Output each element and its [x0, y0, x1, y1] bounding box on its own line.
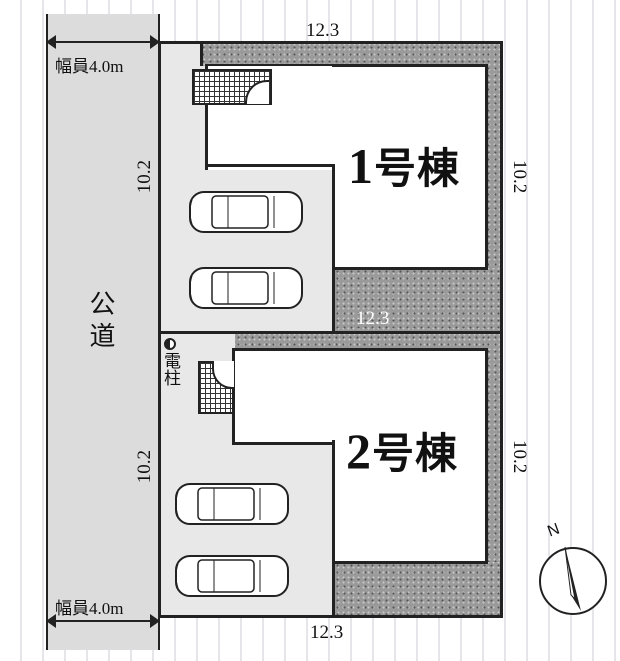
car-icon [175, 483, 289, 525]
road-width-arrow-bottom [48, 620, 158, 622]
compass-north-label: N [545, 520, 562, 541]
road-width-bottom: 幅員4.0m [55, 594, 124, 619]
car-icon [175, 555, 289, 597]
road-label: 公道 [86, 290, 115, 354]
house-1-edge [205, 164, 335, 167]
lot-1-dim-top: 12.3 [306, 20, 340, 41]
house-2-label: 2号棟 [346, 423, 459, 479]
gravel-edge [332, 268, 335, 331]
house-2-lower [332, 440, 488, 564]
utility-pole-label: 電柱 [161, 352, 180, 386]
lot-1-dim-left: 10.2 [134, 160, 155, 194]
lot-1-dim-bottom: 12.3 [356, 308, 390, 329]
arrow-head-right-icon [150, 35, 160, 49]
gravel-edge [332, 562, 335, 615]
house-2-upper [232, 348, 488, 445]
lot-2-gravel-top [235, 334, 500, 350]
road-width-arrow-top [48, 41, 158, 43]
compass-icon [539, 546, 607, 615]
lot-2-dim-bottom: 12.3 [310, 622, 344, 643]
utility-pole-icon [164, 338, 176, 350]
lot-1-dim-right: 10.2 [509, 160, 530, 194]
lot-2-dim-left: 10.2 [134, 450, 155, 484]
lot-1-gravel-bottom [334, 268, 500, 331]
road-width-top: 幅員4.0m [55, 52, 124, 77]
house-1-label: 1号棟 [348, 138, 461, 194]
house-2-edge [232, 442, 335, 445]
car-icon [189, 191, 303, 233]
arrow-head-left-icon [46, 614, 56, 628]
house-1-lower [332, 164, 488, 270]
arrow-head-left-icon [46, 35, 56, 49]
lot-1-gravel-top [200, 44, 500, 66]
lot-2-gravel-bottom [334, 562, 500, 615]
lot-2-dim-right: 10.2 [509, 440, 530, 474]
gravel-edge [200, 44, 203, 66]
lot-2-gravel-right [485, 334, 500, 615]
lot-1-gravel-right [485, 44, 500, 331]
car-icon [189, 267, 303, 309]
arrow-head-right-icon [150, 614, 160, 628]
